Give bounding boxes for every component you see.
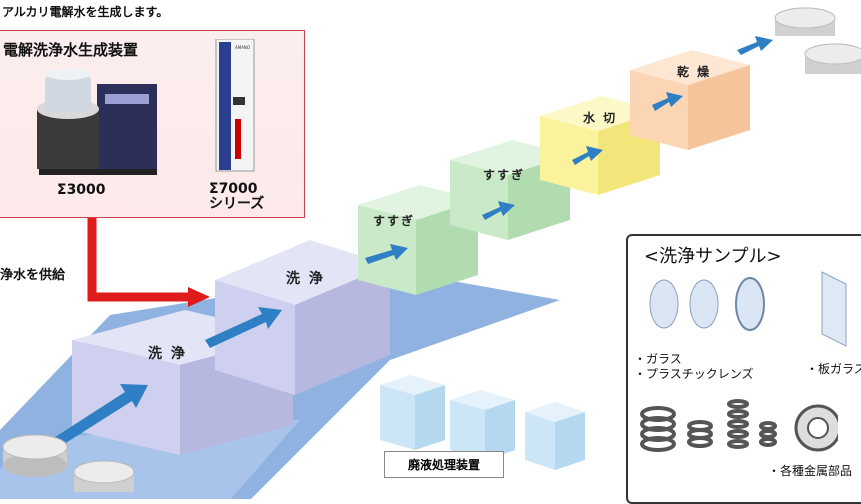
svg-text:AMANO: AMANO	[235, 45, 250, 50]
supply-arrow-head	[188, 287, 210, 307]
flow-arrow	[737, 36, 773, 55]
model-sigma3000: Σ3000	[57, 182, 106, 198]
plate-glass-icon	[821, 271, 847, 347]
flow-arrow	[205, 307, 282, 348]
stage-label-wash-1: 洗 浄	[148, 346, 187, 362]
device-panel: 電解洗浄水生成装置 AMANO Σ3000 Σ7000 シリーズ	[0, 30, 305, 218]
sample-glass: ・ガラス	[634, 352, 682, 366]
stage-label-wash-2: 洗 浄	[286, 271, 325, 287]
flow-arrow	[572, 146, 603, 165]
supply-arrow	[87, 218, 190, 302]
spring-parts-icon	[640, 399, 838, 452]
device-sigma3000-image	[37, 69, 157, 175]
device-panel-title: 電解洗浄水生成装置	[3, 41, 139, 59]
waste-treatment-label: 廃液処理装置	[384, 451, 504, 478]
wash-box-2	[215, 240, 390, 395]
sample-metal-parts: ・各種金属部品	[768, 464, 853, 478]
device-sigma7000-image: AMANO	[215, 39, 255, 172]
flow-arrow	[652, 92, 683, 111]
model-sigma7000: Σ7000 シリーズ	[209, 181, 265, 212]
waste-cubes	[380, 375, 585, 470]
stage-label-dry: 乾 燥	[677, 65, 712, 79]
stage-label-rinse-1: すすぎ	[373, 214, 416, 228]
lens-icons	[649, 277, 765, 331]
workpiece-discs	[2, 7, 861, 492]
sample-plate-glass: ・板ガラス	[806, 362, 861, 376]
sample-panel-title: <洗浄サンプル>	[644, 246, 782, 267]
stage-label-drain: 水 切	[583, 111, 618, 125]
flow-arrow	[35, 384, 148, 458]
sample-plastic-lens: ・プラスチックレンズ	[634, 367, 754, 381]
flow-arrows	[35, 36, 773, 458]
flow-arrow	[482, 201, 515, 220]
dry-box	[630, 50, 750, 150]
rinse-box-1	[358, 185, 478, 295]
supply-label: 浄水を供給	[0, 268, 66, 283]
sample-panel: <洗浄サンプル> ・ガラス ・プラスチックレンズ ・板ガラス	[626, 234, 861, 504]
stage-label-rinse-2: すすぎ	[483, 168, 526, 182]
top-caption: アルカリ電解水を生成します。	[2, 5, 169, 19]
flow-arrow	[365, 244, 408, 264]
